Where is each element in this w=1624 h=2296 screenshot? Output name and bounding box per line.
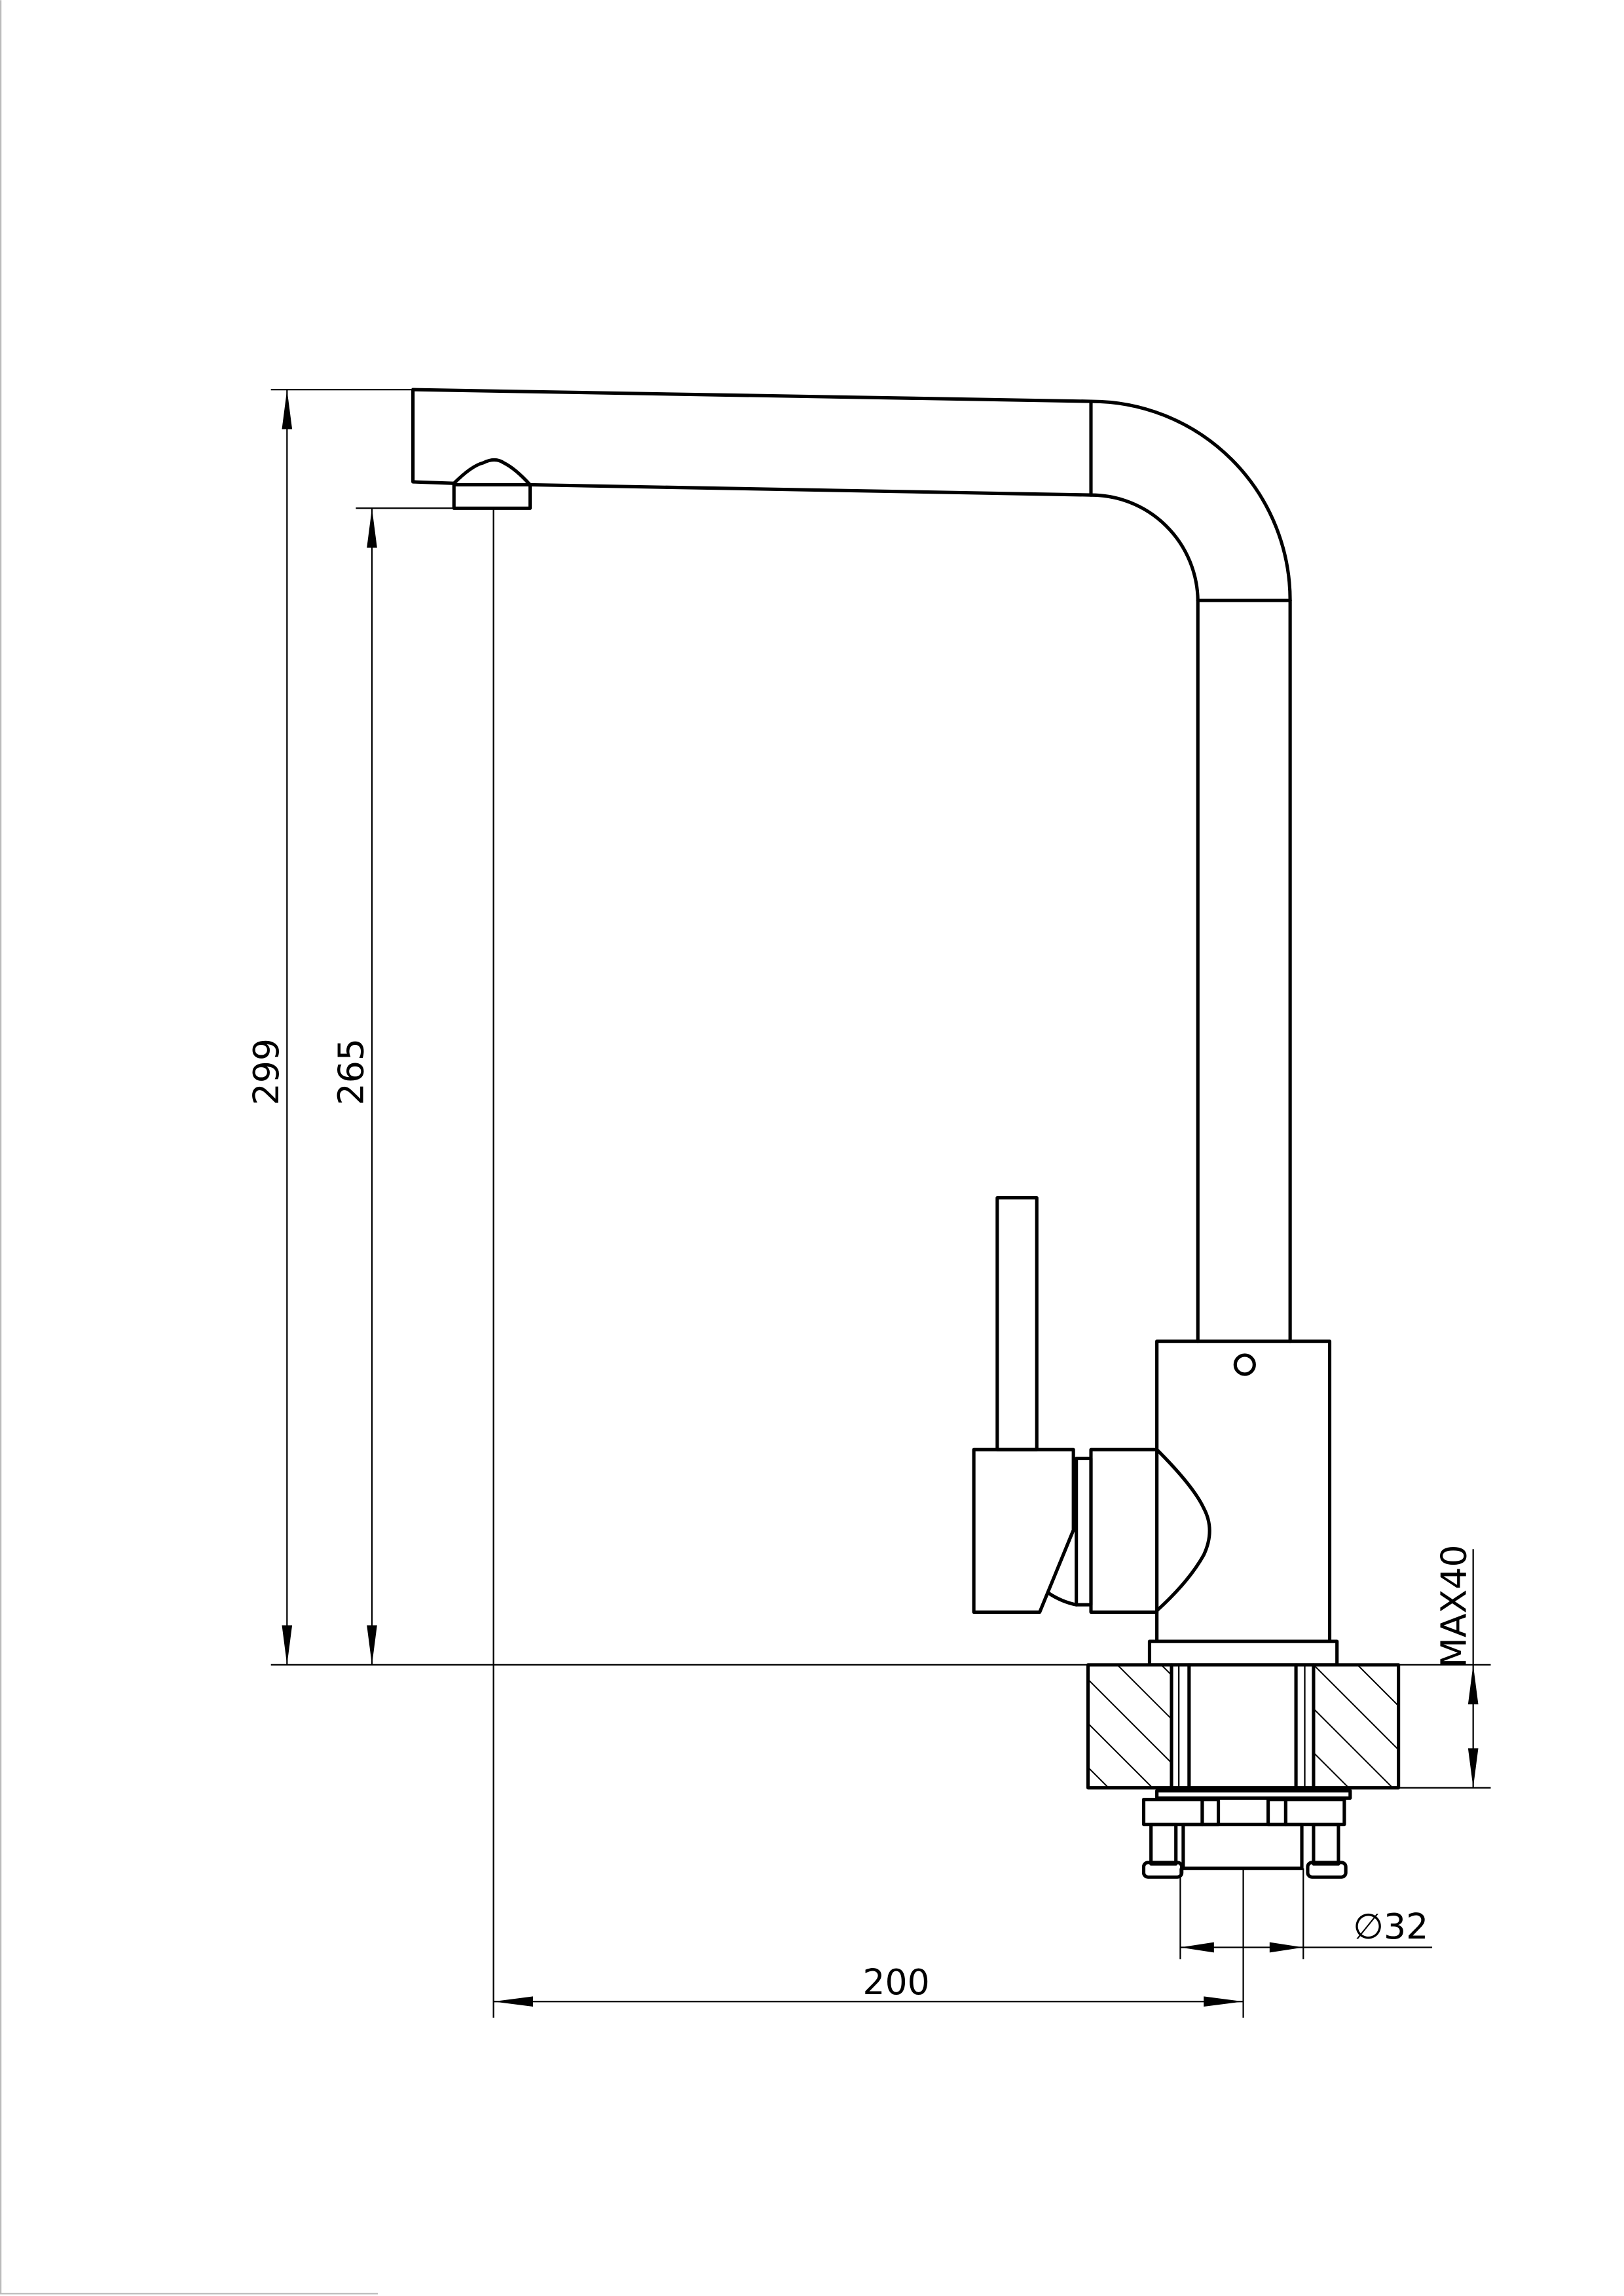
spout bbox=[411, 388, 1292, 602]
hatching bbox=[1313, 1664, 1399, 1788]
dimension-label-299: 299 bbox=[246, 1038, 287, 1105]
aerator bbox=[452, 458, 532, 510]
dimension-spout-reach: 200 bbox=[493, 1961, 1244, 2007]
dimension-label-265: 265 bbox=[331, 1038, 372, 1105]
dimension-total-height: 299 bbox=[246, 390, 293, 1665]
faucet-body bbox=[1147, 1339, 1339, 1667]
faucet-column bbox=[1196, 598, 1292, 1343]
dimension-label-max40: MAX40 bbox=[1433, 1544, 1474, 1667]
set-screw-hole bbox=[1233, 1353, 1256, 1376]
dimension-spout-height: 265 bbox=[331, 508, 377, 1665]
dimension-max-countertop: MAX40 bbox=[1433, 1544, 1479, 1788]
dimension-label-diameter-32: ∅32 bbox=[1353, 1906, 1428, 1947]
hatching bbox=[1088, 1664, 1172, 1788]
mounting-hardware bbox=[1141, 1789, 1352, 1879]
dimension-label-200: 200 bbox=[862, 1961, 929, 2003]
page-border bbox=[0, 0, 378, 2295]
lever-handle bbox=[995, 1195, 1039, 1451]
extension-lines bbox=[270, 389, 1491, 2018]
mixer-lever bbox=[972, 1195, 1159, 1614]
countertop-section bbox=[1086, 1663, 1401, 1790]
dimension-hole-diameter: ∅32 bbox=[1180, 1906, 1433, 1953]
base-plate bbox=[1147, 1639, 1339, 1667]
